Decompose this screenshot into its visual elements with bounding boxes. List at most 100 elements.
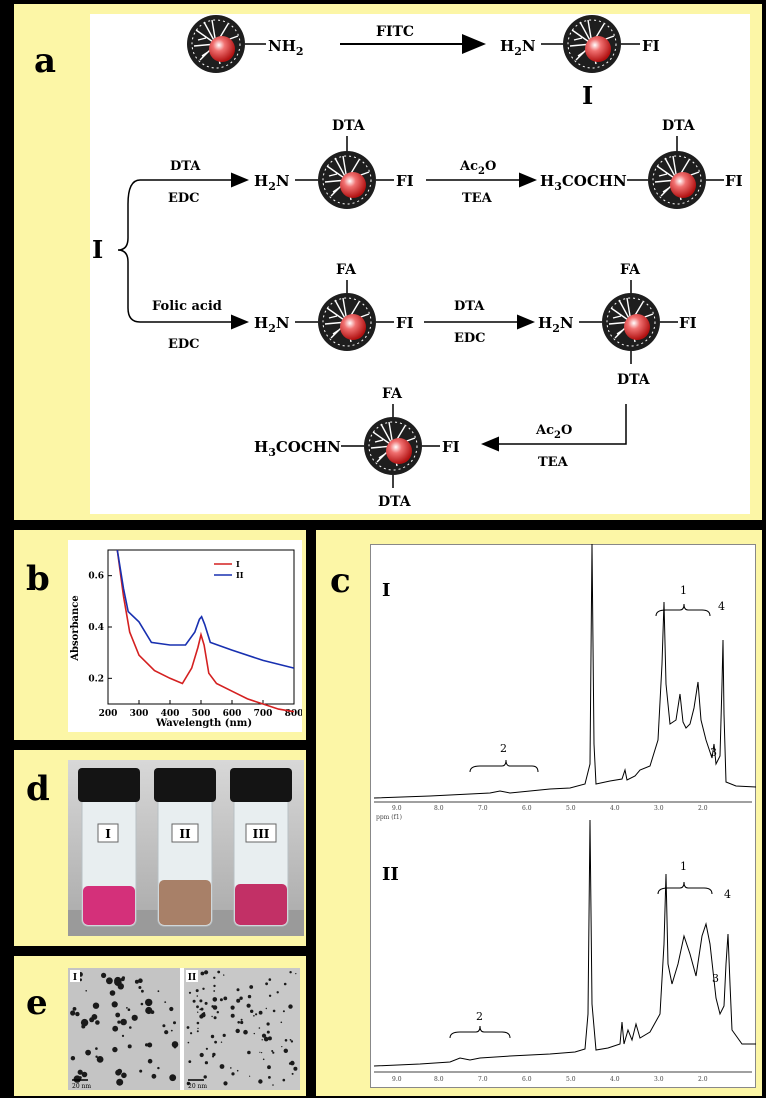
- nanoparticle: [188, 991, 192, 994]
- nanoparticle: [131, 1014, 138, 1021]
- nanoparticle: [268, 994, 272, 997]
- svg-text:4.0: 4.0: [610, 1076, 620, 1083]
- nanoparticle: [235, 1028, 240, 1034]
- peak-label-1: 1: [680, 860, 687, 873]
- nanoparticle: [200, 971, 205, 976]
- dendrimer-icon: [186, 14, 246, 74]
- nanoparticle: [261, 1039, 263, 1041]
- nanoparticle: [157, 1066, 160, 1070]
- nanoparticle: [250, 1009, 254, 1013]
- nanoparticle: [211, 1015, 213, 1018]
- nanoparticle: [231, 1072, 235, 1076]
- nanoparticle: [223, 974, 225, 976]
- h3cochn-label: H3COCHN: [254, 438, 341, 459]
- nanoparticle: [293, 1066, 298, 1071]
- nanoparticle: [268, 978, 272, 981]
- x-tick-label: 800: [285, 709, 302, 719]
- h2n-label: H2N: [500, 37, 536, 58]
- vial-label: I: [105, 827, 111, 841]
- nanoparticle: [171, 1041, 179, 1048]
- fi-label: FI: [725, 172, 743, 190]
- nanoparticle: [290, 1060, 295, 1066]
- nanoparticle: [236, 988, 240, 992]
- fi-label: FI: [396, 314, 414, 332]
- panel-a: a NH2 FITC H2N FI I: [14, 4, 762, 520]
- nanoparticle: [145, 1043, 149, 1047]
- nanoparticle: [162, 1024, 166, 1028]
- reagent-edc: EDC: [168, 337, 200, 352]
- fi-label: FI: [642, 37, 660, 55]
- reagent-tea: TEA: [462, 191, 493, 206]
- dendrimer-icon: [363, 416, 423, 476]
- nanoparticle: [196, 1030, 199, 1033]
- nanoparticle: [223, 996, 228, 1001]
- nanoparticle: [212, 997, 218, 1002]
- nanoparticle: [115, 1069, 122, 1076]
- svg-text:7.0: 7.0: [478, 1076, 488, 1083]
- fa-label: FA: [336, 262, 357, 278]
- nanoparticle: [106, 977, 113, 985]
- nanoparticle: [213, 990, 216, 992]
- nanoparticle: [289, 971, 292, 974]
- nanoparticle: [283, 982, 287, 986]
- nanoparticle: [169, 1006, 174, 1012]
- nanoparticle: [261, 1052, 263, 1054]
- panel-label-c: c: [330, 561, 351, 601]
- nanoparticle: [77, 1069, 83, 1075]
- nanoparticle: [141, 989, 144, 993]
- nanoparticle: [127, 1008, 131, 1011]
- nanoparticle: [289, 1039, 292, 1041]
- nanoparticle: [188, 1060, 192, 1063]
- nanoparticle: [258, 1010, 263, 1015]
- nanoparticle: [195, 989, 199, 993]
- branch-I-label: I: [92, 235, 103, 264]
- dta-label: DTA: [617, 372, 651, 388]
- compound-I-label: I: [582, 81, 593, 110]
- x-tick-label: 500: [192, 709, 211, 719]
- peak-label-2: 2: [476, 1010, 483, 1023]
- nanoparticle: [117, 1020, 121, 1024]
- nanoparticle: [247, 1050, 251, 1055]
- nanoparticle: [95, 1055, 98, 1058]
- nanoparticle: [192, 999, 196, 1003]
- nanoparticle: [239, 996, 243, 1000]
- nanoparticle: [199, 999, 203, 1003]
- peak-label-2: 2: [500, 742, 507, 755]
- nanoparticle: [120, 1018, 127, 1026]
- scheme-background: [90, 14, 750, 514]
- panel-d: d I II III: [14, 750, 306, 946]
- svg-text:2.0: 2.0: [698, 805, 708, 812]
- panel-e: e I II 20 nm 20 nm: [14, 956, 306, 1096]
- nanoparticle: [121, 1072, 127, 1079]
- nanoparticle: [204, 1001, 208, 1005]
- legend-label: I: [236, 559, 240, 569]
- nanoparticle: [164, 1001, 167, 1003]
- y-tick-label: 0.4: [88, 623, 104, 633]
- nanoparticle: [145, 1006, 153, 1015]
- svg-text:5.0: 5.0: [566, 805, 576, 812]
- fi-label: FI: [679, 314, 697, 332]
- nanoparticle: [196, 1021, 200, 1025]
- nanoparticle: [129, 1026, 132, 1029]
- nanoparticle: [114, 976, 122, 985]
- nmr-axis-II: 9.0 8.0 7.0 6.0 5.0 4.0 3.0 2.0: [392, 1076, 708, 1083]
- nanoparticle: [205, 1047, 208, 1050]
- nanoparticle: [101, 972, 107, 978]
- fitc-label: FITC: [376, 24, 414, 40]
- scale-bar-label: 20 nm: [188, 1083, 207, 1090]
- reagent-edc: EDC: [454, 331, 486, 346]
- svg-text:9.0: 9.0: [392, 1076, 402, 1083]
- nanoparticle: [203, 1012, 206, 1015]
- x-tick-label: 600: [223, 709, 242, 719]
- nanoparticle: [236, 998, 241, 1003]
- nanoparticle: [196, 995, 199, 997]
- nanoparticle: [147, 1058, 153, 1064]
- panel-label-a: a: [34, 41, 57, 81]
- nanoparticle: [70, 1056, 76, 1061]
- nmr-spectra: I 9.0 8.0 7.0 6.0 5.0 4.0 3.0 2.0 ppm (f…: [370, 544, 756, 1088]
- peak-label-4: 4: [724, 888, 731, 901]
- vial-II: II: [154, 768, 216, 927]
- nanoparticle: [170, 1029, 173, 1032]
- nanoparticle: [237, 1021, 240, 1024]
